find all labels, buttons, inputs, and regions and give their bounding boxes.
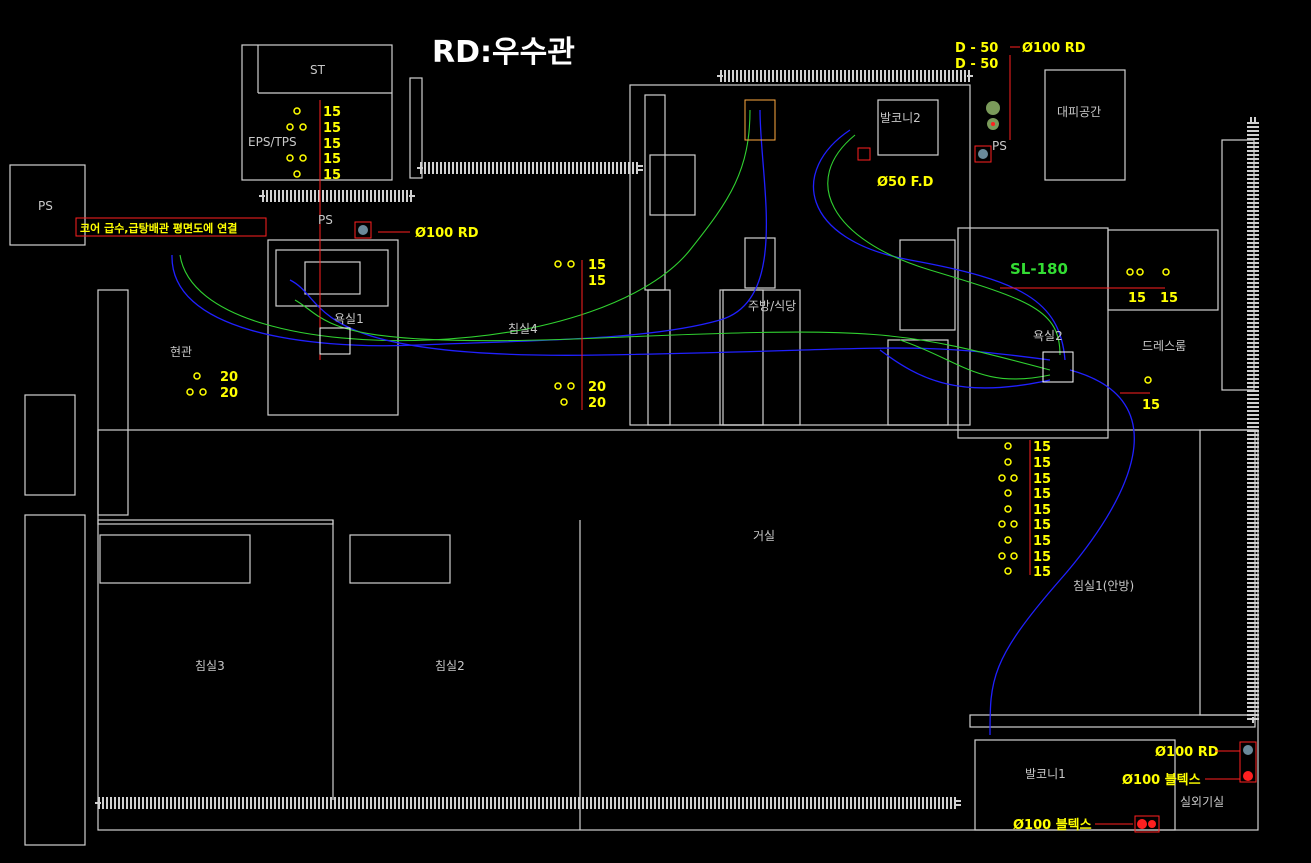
room-ps-right: PS (992, 139, 1007, 153)
label-rd-top: Ø100 RD (1022, 41, 1086, 56)
pipe-size-labels: 15 15 15 15 15 20 20 15 15 20 20 15 15 1… (186, 105, 1178, 580)
room-outdoor-unit: 실외기실 (1180, 795, 1224, 809)
room-ps-center: PS (318, 213, 333, 227)
room-bath1: 욕실1 (334, 312, 364, 326)
size-label: 15 (323, 152, 341, 167)
room-bedroom4: 침실4 (508, 322, 538, 336)
label-d50-b: D - 50 (955, 57, 998, 72)
size-label: 15 (323, 105, 341, 120)
size-label: 15 (1033, 550, 1051, 565)
room-dressroom: 드레스룸 (1142, 339, 1186, 353)
room-st: ST (310, 63, 326, 77)
room-bedroom2: 침실2 (435, 659, 465, 673)
walls (9, 44, 1259, 846)
room-master: 침실1(안방) (1073, 579, 1134, 593)
label-vortex-a: Ø100 블텍스 (1122, 772, 1201, 788)
label-sl-180: SL-180 (1010, 260, 1068, 278)
size-label: 15 (323, 168, 341, 183)
label-vortex-b: Ø100 블텍스 (1013, 817, 1092, 833)
size-label: 15 (1033, 518, 1051, 533)
drain-fixtures (319, 99, 1257, 833)
annotations: D - 50 D - 50 Ø100 RD Ø50 F.D 코어 급수,급탕배관… (75, 41, 1240, 833)
room-balcony2: 발코니2 (880, 111, 921, 125)
room-living: 거실 (753, 529, 775, 543)
size-label: 15 (588, 258, 606, 273)
room-eps-tps: EPS/TPS (248, 135, 297, 149)
size-label: 15 (1033, 503, 1051, 518)
room-entrance: 현관 (170, 345, 192, 359)
size-label: 20 (588, 396, 606, 411)
room-bedroom3: 침실3 (195, 659, 225, 673)
size-label: 15 (1128, 291, 1146, 306)
label-rd-ps: Ø100 RD (415, 226, 479, 241)
size-label: 15 (323, 121, 341, 136)
room-kitchen: 주방/식당 (748, 299, 796, 313)
size-label: 15 (1033, 456, 1051, 471)
size-label: 15 (1033, 487, 1051, 502)
size-label: 20 (588, 380, 606, 395)
size-label: 20 (220, 386, 238, 401)
size-label: 15 (1033, 534, 1051, 549)
room-labels: ST EPS/TPS PS PS PS 현관 욕실1 침실4 주방/식당 발코니… (38, 63, 1224, 809)
label-rd-bottom: Ø100 RD (1155, 745, 1219, 760)
size-label: 15 (588, 274, 606, 289)
room-ps-left: PS (38, 199, 53, 213)
size-label: 15 (1033, 472, 1051, 487)
size-label: 15 (323, 137, 341, 152)
room-balcony1: 발코니1 (1025, 767, 1066, 781)
size-label: 15 (1142, 398, 1160, 413)
room-evacuation: 대피공간 (1057, 105, 1101, 119)
label-floor-drain: Ø50 F.D (877, 175, 934, 190)
size-label: 15 (1033, 565, 1051, 580)
label-core-note: 코어 급수,급탕배관 평면도에 연결 (80, 221, 237, 235)
room-bath2: 욕실2 (1033, 329, 1063, 343)
drawing-title: RD:우수관 (432, 35, 575, 70)
size-label: 15 (1033, 440, 1051, 455)
size-label: 15 (1160, 291, 1178, 306)
label-d50-a: D - 50 (955, 41, 998, 56)
pipe-routes (171, 55, 1165, 736)
size-label: 20 (220, 370, 238, 385)
